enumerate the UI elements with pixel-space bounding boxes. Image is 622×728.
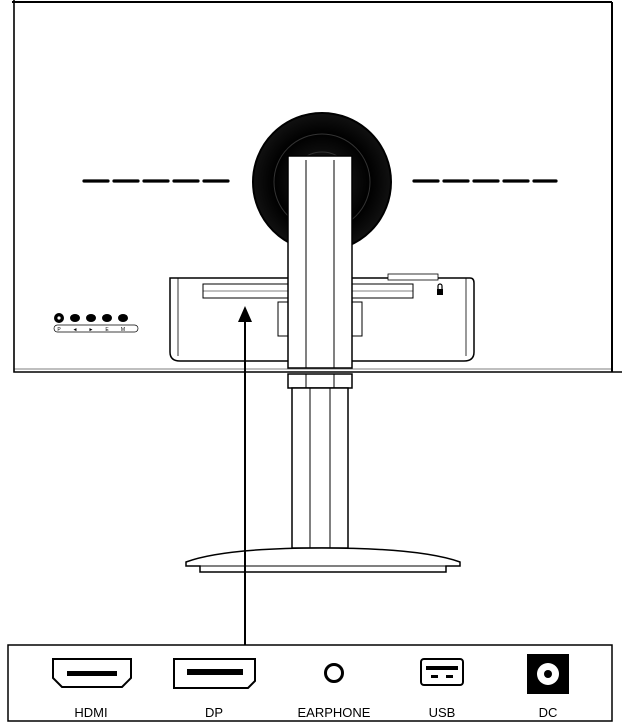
- btn-label-m: M: [121, 327, 125, 333]
- btn-label-left: ◄: [73, 327, 78, 333]
- earphone-jack-icon: [324, 663, 344, 683]
- lock-icon: [437, 283, 443, 295]
- port-legend: HDMI DP EARPHONE USB DC: [7, 644, 613, 722]
- monitor-back-panel: [12, 0, 622, 373]
- dc-power-icon: [527, 654, 569, 694]
- port-label-usb: USB: [429, 705, 456, 720]
- port-label-dc: DC: [539, 705, 558, 720]
- exit-button-icon: [102, 314, 112, 322]
- control-buttons: P ◄ ► E M: [53, 313, 139, 333]
- port-label-earphone: EARPHONE: [298, 705, 371, 720]
- stand-base: [185, 547, 461, 573]
- port-label-hdmi: HDMI: [74, 705, 107, 720]
- port-label-dp: DP: [205, 705, 223, 720]
- menu-button-icon: [118, 314, 128, 322]
- displayport-icon: [173, 658, 256, 689]
- hdmi-port-icon: [52, 658, 132, 688]
- usb-port-icon: [420, 658, 464, 686]
- callout-arrow: [238, 306, 252, 645]
- btn-label-right: ►: [89, 327, 94, 333]
- stand-neck: [287, 155, 353, 549]
- btn-label-e: E: [105, 327, 109, 333]
- right-button-icon: [86, 314, 96, 322]
- left-button-icon: [70, 314, 80, 322]
- btn-label-p: P: [57, 327, 61, 333]
